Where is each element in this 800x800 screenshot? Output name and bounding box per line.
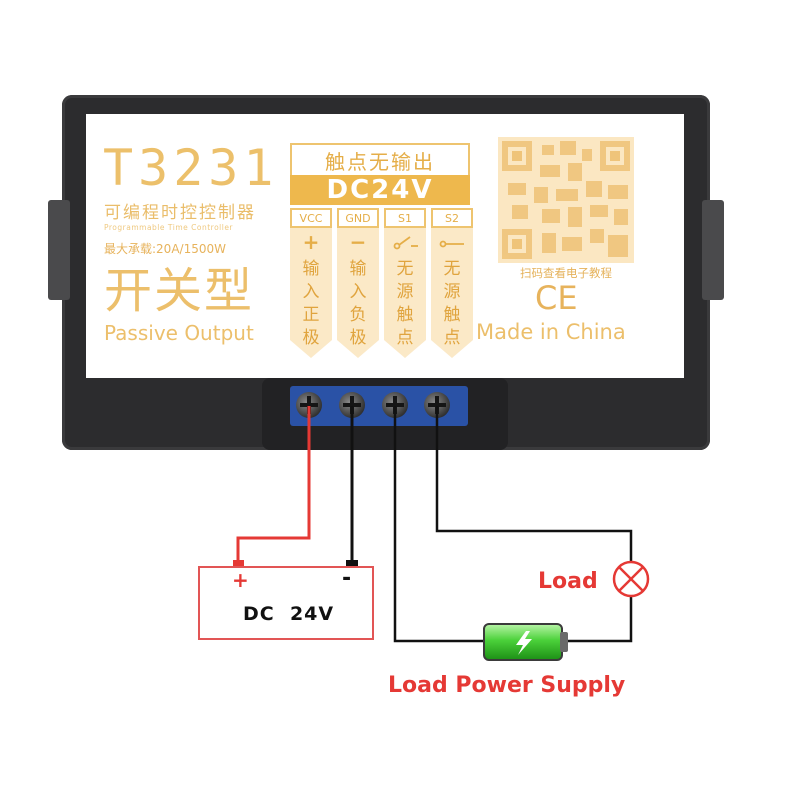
mounting-clip-right [702, 200, 724, 300]
terminal-code: VCC [290, 208, 332, 228]
load-circuit-wire [393, 406, 486, 643]
max-load-rating: 最大承载:20A/1500W [104, 242, 226, 256]
qr-code-icon [498, 137, 634, 263]
positive-terminal-pin [233, 560, 244, 568]
load-circuit-wire [568, 597, 633, 643]
plus-icon: + [302, 230, 320, 254]
switch-contact-icon [393, 236, 418, 250]
terminal-code: S2 [431, 208, 473, 228]
terminal-description: 输入负极 [349, 259, 367, 348]
output-type-cn: 开关型 [104, 263, 255, 319]
minus-icon: − [349, 230, 367, 254]
product-title-en: Programmable Time Controller [104, 223, 234, 232]
switch-contact-icon [439, 240, 464, 248]
load-power-supply-label: Load Power Supply [388, 673, 626, 698]
power-plus-sign: + [232, 568, 249, 592]
dc-power-supply [198, 566, 374, 640]
ce-mark-icon: CE [535, 279, 578, 317]
model-number: T3231 [103, 139, 279, 197]
terminal-description: 无源触点 [396, 259, 414, 348]
lamp-icon [612, 560, 650, 598]
power-supply-label: DC 24V [243, 603, 335, 625]
battery-icon [483, 623, 568, 661]
mounting-clip-left [48, 200, 70, 300]
terminal-column-s1: S1 无源触点 [384, 208, 426, 358]
terminal-column-vcc: VCC + 输入正极 [290, 208, 332, 358]
negative-terminal-pin [346, 560, 358, 568]
output-type-en: Passive Output [104, 321, 254, 345]
terminal-description: 无源触点 [443, 259, 461, 348]
terminal-column-gnd: GND − 输入负极 [337, 208, 379, 358]
product-title-cn: 可编程时控控制器 [104, 203, 256, 223]
positive-wire [236, 406, 311, 566]
lightning-icon [516, 631, 532, 655]
terminal-description: 输入正极 [302, 259, 320, 348]
terminal-code: S1 [384, 208, 426, 228]
supply-voltage-banner: DC24V [290, 175, 470, 205]
screw-icon [296, 392, 322, 418]
terminal-code: GND [337, 208, 379, 228]
load-circuit-wire [435, 406, 633, 561]
qr-caption: 扫码查看电子教程 [520, 266, 612, 280]
load-label: Load [538, 569, 598, 594]
origin-label: Made in China [476, 320, 626, 344]
power-minus-sign: - [342, 566, 352, 591]
terminal-column-s2: S2 无源触点 [431, 208, 473, 358]
